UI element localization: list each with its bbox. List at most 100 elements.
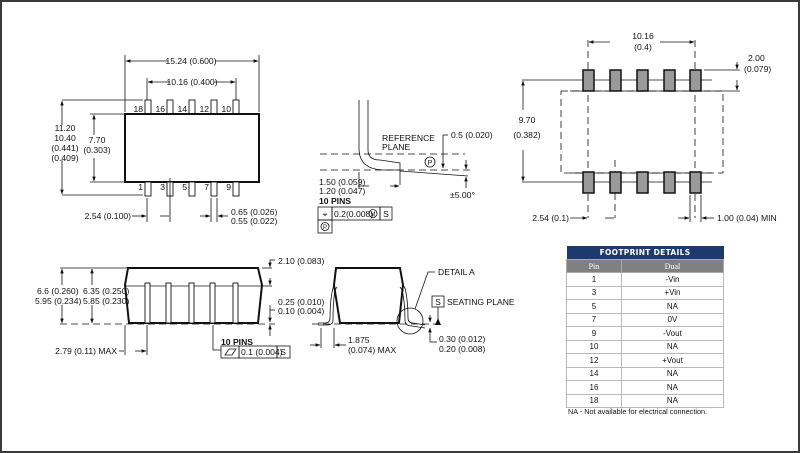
footprint-view: 10.16 (0.4) 2.00 (0.079) 9.70 (0.382) bbox=[513, 31, 776, 223]
pin-function-cell: -Vout bbox=[620, 326, 725, 341]
pin-function-cell: NA bbox=[620, 366, 725, 381]
pins-note: 10 PINS bbox=[221, 337, 253, 347]
dim-pin-span: 10.16 (0.400) bbox=[166, 77, 217, 87]
pin-label: 9 bbox=[226, 182, 231, 192]
pin-label: 5 bbox=[182, 182, 187, 192]
column-header-pin: Pin bbox=[566, 259, 622, 273]
pin-number-cell: 16 bbox=[566, 380, 622, 395]
dim-body-height-in: (0.303) bbox=[83, 145, 110, 155]
end-view: DETAIL A S SEATING PLANE 0.30 (0.012) 0.… bbox=[310, 267, 515, 355]
pin-number-cell: 12 bbox=[566, 353, 622, 368]
datum-p-symbol: P bbox=[428, 160, 433, 167]
lead-detail: REFERENCE PLANE 0.5 (0.020) P ±5.00° 1.5… bbox=[317, 100, 493, 234]
pin-function-cell: +Vin bbox=[620, 285, 725, 300]
pin-label: 14 bbox=[177, 104, 187, 114]
pin-function-cell: -Vin bbox=[620, 272, 725, 287]
projected-zone-icon: P bbox=[323, 225, 327, 231]
dim-lead-width-min: 0.55 (0.022) bbox=[231, 216, 277, 226]
pin-1 bbox=[144, 181, 152, 197]
pin-10 bbox=[232, 99, 240, 115]
dim-lead-thick-max: 0.30 (0.012) bbox=[439, 334, 485, 344]
pin-label: 10 bbox=[221, 104, 231, 114]
dim-lead-thick-min: 0.20 (0.008) bbox=[439, 344, 485, 354]
pin-number-cell: 5 bbox=[566, 299, 622, 314]
pin-18 bbox=[144, 99, 152, 115]
pin-label: 18 bbox=[133, 104, 143, 114]
dim-pitch: 2.54 (0.100) bbox=[85, 211, 131, 221]
pin-7 bbox=[210, 181, 218, 197]
pin-number-cell: 7 bbox=[566, 312, 622, 327]
seating-datum: S bbox=[435, 297, 441, 307]
detail-a-label: DETAIL A bbox=[438, 267, 475, 277]
pin-function-cell: +Vout bbox=[620, 353, 725, 368]
pin-label: 1 bbox=[138, 182, 143, 192]
dim-height-min: 10.40 bbox=[54, 133, 76, 143]
dim-row-span: 9.70 bbox=[519, 115, 536, 125]
coplanarity-datum: S bbox=[280, 347, 286, 357]
dim-angle: ±5.00° bbox=[450, 190, 475, 200]
dim-lead-width-max: 0.65 (0.026) bbox=[231, 207, 277, 217]
dim-standoff-max: 0.25 (0.010) bbox=[278, 297, 324, 307]
reference-plane-label: REFERENCE bbox=[382, 133, 435, 143]
dim-pad-span: 10.16 bbox=[632, 31, 654, 41]
pin-function-cell: NA bbox=[620, 380, 725, 395]
pin-label: 3 bbox=[160, 182, 165, 192]
flatness-icon bbox=[224, 348, 237, 356]
pin-label: 16 bbox=[155, 104, 165, 114]
dim-offset: 0.5 (0.020) bbox=[451, 130, 493, 140]
pin-14 bbox=[188, 99, 196, 115]
dim-lead-span: 1.875 bbox=[348, 335, 370, 345]
dim-body-height: 7.70 bbox=[89, 135, 106, 145]
top-view: 15.24 (0.600) 10.16 (0.400) 18 16 14 12 … bbox=[51, 55, 277, 226]
pad-row-top bbox=[570, 69, 740, 92]
tolerance-datum: S bbox=[383, 209, 389, 219]
pad-row-bottom bbox=[570, 171, 712, 194]
dim-total-height-min: 5.95 (0.234) bbox=[35, 296, 81, 306]
column-header-dual: Dual bbox=[620, 259, 725, 273]
dim-overall-width: 15.24 (0.600) bbox=[165, 56, 216, 66]
pin-number-cell: 3 bbox=[566, 285, 622, 300]
mmc-modifier: M bbox=[371, 212, 376, 218]
position-tolerance-icon: ⌖ bbox=[323, 209, 328, 219]
pin-number-cell: 14 bbox=[566, 366, 622, 381]
reference-plane-label: PLANE bbox=[382, 142, 410, 152]
pin-function-cell: NA bbox=[620, 299, 725, 314]
dim-total-height-max: 6.6 (0.260) bbox=[37, 286, 79, 296]
dim-standoff-min: 0.10 (0.004) bbox=[278, 306, 324, 316]
pin-function-cell: NA bbox=[620, 339, 725, 354]
pin-5 bbox=[188, 181, 196, 197]
pin-16 bbox=[166, 99, 174, 115]
tolerance-value: 0.2(0.008) bbox=[334, 209, 373, 219]
pin-label: 12 bbox=[199, 104, 209, 114]
table-row: 3+Vin bbox=[566, 285, 725, 300]
pins-note: 10 PINS bbox=[319, 196, 351, 206]
dim-height-max: 11.20 bbox=[55, 123, 76, 133]
pin-number-cell: 10 bbox=[566, 339, 622, 354]
detail-a-circle bbox=[396, 307, 424, 335]
dim-foot-min: 1.20 (0.047) bbox=[319, 186, 365, 196]
dim-height-max-in: (0.441) bbox=[51, 143, 78, 153]
pin-number-cell: 9 bbox=[566, 326, 622, 341]
pin-number-cell: 18 bbox=[566, 393, 622, 408]
dim-pad-length-in: (0.079) bbox=[744, 64, 771, 74]
dim-pad-length: 2.00 bbox=[748, 53, 765, 63]
dim-lead-span-in: (0.074) MAX bbox=[348, 345, 397, 355]
dim-row-span-in: (0.382) bbox=[513, 130, 540, 140]
dim-top-offset: 2.10 (0.083) bbox=[278, 256, 324, 266]
table-note: NA - Not available for electrical connec… bbox=[568, 407, 708, 416]
table-row: 1-Vin bbox=[566, 272, 725, 287]
pin-label: 7 bbox=[204, 182, 209, 192]
package-body-top bbox=[124, 113, 260, 183]
table-row: 9-Vout bbox=[566, 326, 725, 341]
dim-foot-max: 1.50 (0.059) bbox=[319, 177, 365, 187]
dim-body-height-min: 5.85 (0.230) bbox=[83, 296, 129, 306]
pin-function-cell: NA bbox=[620, 393, 725, 408]
pin-function-cell: 0V bbox=[620, 312, 725, 327]
